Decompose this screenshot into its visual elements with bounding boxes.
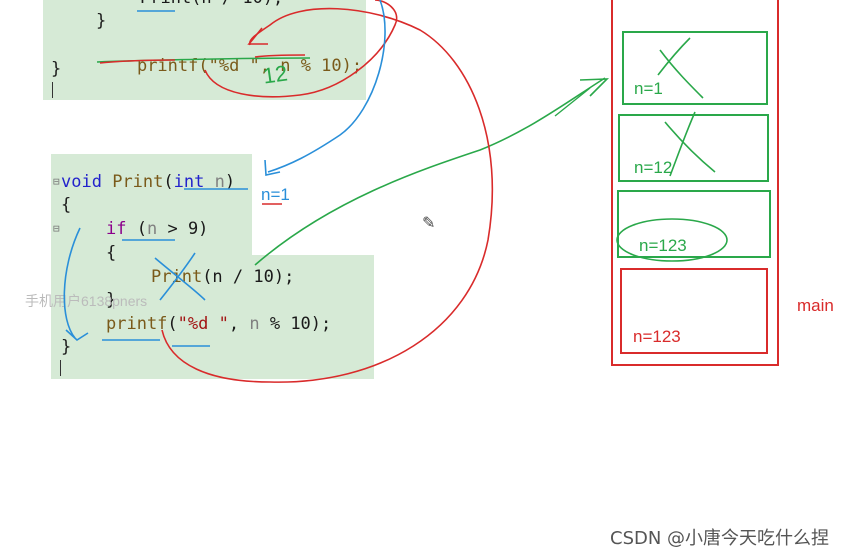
main-label: main (797, 296, 834, 315)
code-line-inner-close-main: } (106, 290, 117, 310)
recursive-call-name: Print (151, 267, 203, 287)
code-line-fn-signature: void Print(int n) (61, 172, 236, 192)
stack-frame-n1-label: n=1 (634, 79, 663, 98)
printf-rest: % 10); (269, 314, 332, 334)
code-line-close-brace: } (61, 337, 72, 357)
printf-name: printf (106, 314, 168, 334)
stack-frame-n12: n=12 (618, 114, 769, 182)
printf-call: printf("%d ", n % 10); (136, 56, 363, 76)
code-line-partial-call: Print(n / 10); (140, 0, 283, 8)
green-arrow-to-stack (254, 77, 606, 266)
recursive-call-args: (n / 10); (202, 267, 295, 287)
stack-outer-frame (611, 0, 779, 366)
int-keyword: int (173, 172, 205, 192)
if-cond-rest: > 9) (167, 219, 209, 239)
stack-frame-n12-label: n=12 (634, 158, 673, 177)
hand-n-eq-1: n=1 (261, 185, 290, 204)
if-keyword: if (106, 219, 127, 239)
stack-frame-n123-label: n=123 (639, 236, 687, 255)
code-line-printf-main: printf("%d ", n % 10); (106, 314, 332, 334)
watermark-text: 手机用户6138pners (25, 293, 148, 309)
void-keyword: void (61, 172, 102, 192)
text-cursor (60, 360, 61, 376)
stack-frame-main: n=123 (620, 268, 768, 354)
code-line-printf: printf("%d ", n % 10); (96, 36, 362, 96)
stack-frame-n1: n=1 (622, 31, 768, 105)
stack-frame-n123: n=123 (617, 190, 771, 258)
printf-var-n: n (249, 314, 260, 334)
stack-frame-main-label: n=123 (633, 327, 681, 346)
text-cursor-top (52, 82, 53, 98)
code-line-recursive-call: Print(n / 10); (151, 267, 294, 287)
fn-name: Print (112, 172, 164, 192)
fold-marker-if[interactable]: ⊟ (53, 222, 60, 235)
green-arrowhead-2 (554, 87, 591, 117)
code-line-inner-close: } (96, 11, 107, 31)
blue-arrowhead-n1 (264, 159, 281, 176)
code-line-inner-open: { (106, 243, 117, 263)
code-line-open-brace: { (61, 195, 72, 215)
pencil-cursor-icon: ✎ (422, 213, 436, 232)
if-var-n: n (146, 219, 158, 239)
code-line-outer-close: } (51, 59, 62, 79)
printf-format-string: "%d " (177, 314, 229, 334)
code-block-top: Print(n / 10); } printf("%d ", n % 10); … (43, 0, 366, 100)
code-line-if: if (n > 9) (106, 219, 209, 239)
param-n: n (214, 172, 225, 192)
fold-marker-fn[interactable]: ⊟ (53, 175, 60, 188)
green-arrowhead (579, 78, 610, 97)
hand-scribble-12: 12 (261, 60, 290, 89)
csdn-credit: CSDN @小唐今天吃什么捏 (610, 528, 830, 549)
